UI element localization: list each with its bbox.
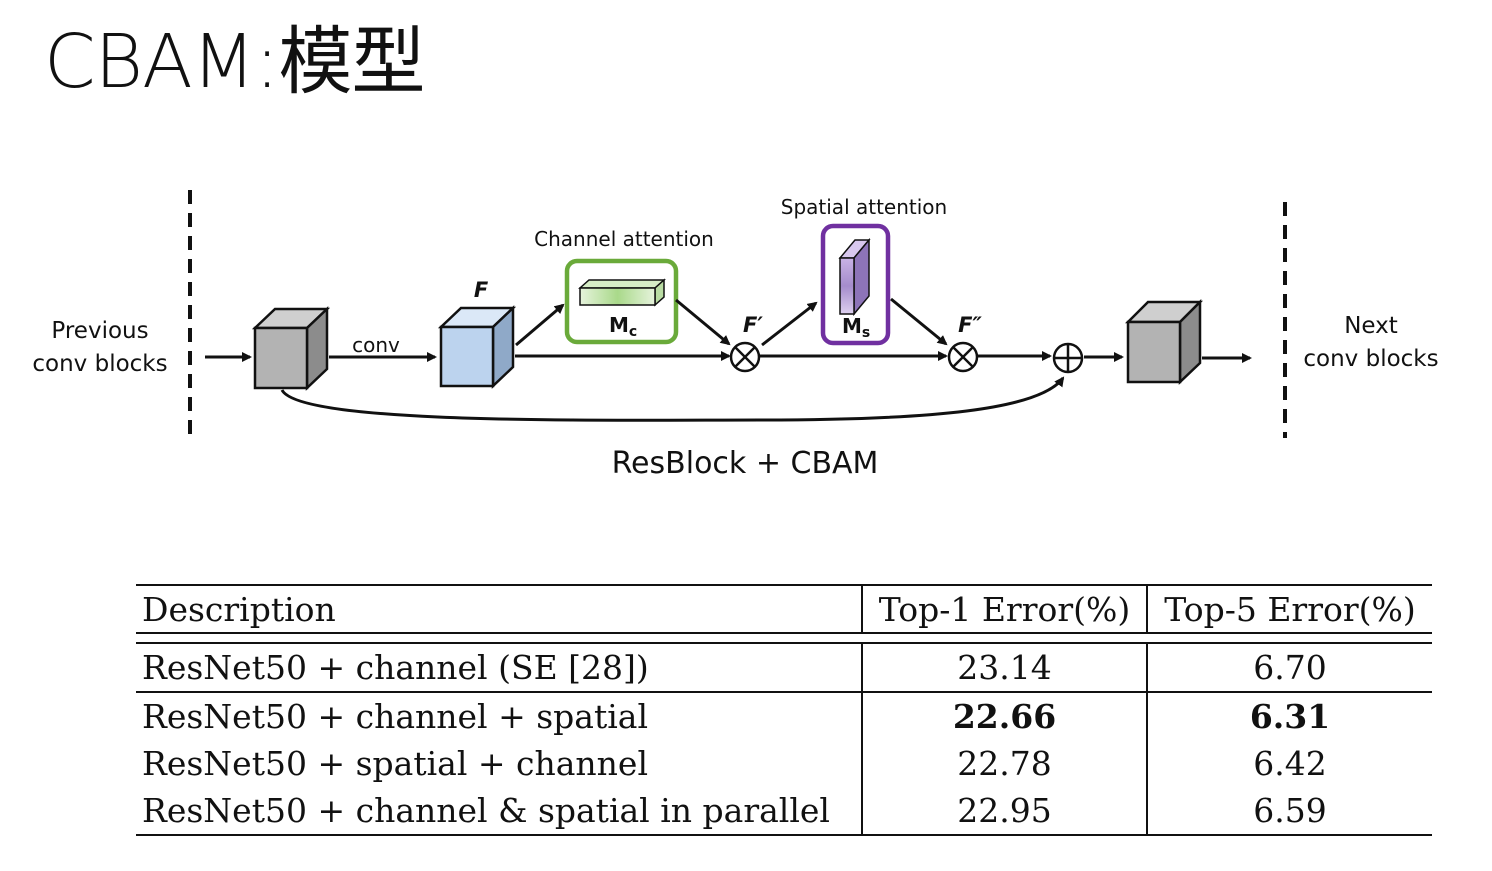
multiply-node-1 xyxy=(729,341,761,373)
feature-double-prime-label: F″ xyxy=(958,313,982,337)
row-top5: 6.70 xyxy=(1146,642,1432,692)
row-description: ResNet50 + channel + spatial xyxy=(136,691,862,740)
previous-label-line2: conv blocks xyxy=(32,351,167,377)
cbam-diagram: Previous conv blocks Next conv blocks co… xyxy=(32,190,1439,481)
table-row: ResNet50 + channel + spatial 22.66 6.31 xyxy=(136,691,1432,740)
ms-slab xyxy=(838,237,871,317)
table-row: ResNet50 + channel (SE [28]) 23.14 6.70 xyxy=(136,642,1432,692)
header-top1: Top-1 Error(%) xyxy=(861,584,1147,634)
header-top5: Top-5 Error(%) xyxy=(1146,584,1432,634)
table-header-row: Description Top-1 Error(%) Top-5 Error(%… xyxy=(136,584,1432,634)
table-row: ResNet50 + channel & spatial in parallel… xyxy=(136,787,1432,836)
ms-label: Ms xyxy=(842,314,870,341)
row-top5: 6.59 xyxy=(1146,787,1432,836)
spatial-attention-label: Spatial attention xyxy=(781,195,947,219)
previous-label: Previous xyxy=(51,318,148,344)
row-top5: 6.42 xyxy=(1146,740,1432,787)
next-label: Next xyxy=(1344,313,1398,339)
feature-cube xyxy=(437,305,517,389)
skip-connection xyxy=(280,376,1065,422)
results-table: Description Top-1 Error(%) Top-5 Error(%… xyxy=(136,584,1432,836)
row-description: ResNet50 + channel (SE [28]) xyxy=(136,642,862,692)
feature-label: F xyxy=(474,278,489,302)
row-top1: 22.78 xyxy=(861,740,1147,787)
header-description: Description xyxy=(136,584,862,634)
next-label-line2: conv blocks xyxy=(1303,346,1438,372)
input-block-cube xyxy=(251,306,331,391)
output-block-cube xyxy=(1124,298,1204,385)
add-node xyxy=(1052,342,1084,374)
channel-attention-label: Channel attention xyxy=(534,227,714,251)
mc-bar xyxy=(578,278,666,307)
row-description: ResNet50 + spatial + channel xyxy=(142,744,649,783)
slide-title: CBAM:模型 xyxy=(44,19,426,105)
row-top1-best: 22.66 xyxy=(861,691,1147,740)
feature-prime-label: F′ xyxy=(743,313,763,337)
diagram-caption: ResBlock + CBAM xyxy=(612,446,879,481)
table-row: ResNet50 + spatial + channel 22.78 6.42 xyxy=(136,740,1432,787)
conv-label: conv xyxy=(352,333,400,357)
mc-label: Mc xyxy=(609,313,637,340)
row-top1: 22.95 xyxy=(861,787,1147,836)
multiply-node-2 xyxy=(947,341,979,373)
row-description: ResNet50 + channel & spatial in parallel xyxy=(136,787,862,836)
row-top5-best: 6.31 xyxy=(1146,691,1432,740)
row-top1: 23.14 xyxy=(861,642,1147,692)
